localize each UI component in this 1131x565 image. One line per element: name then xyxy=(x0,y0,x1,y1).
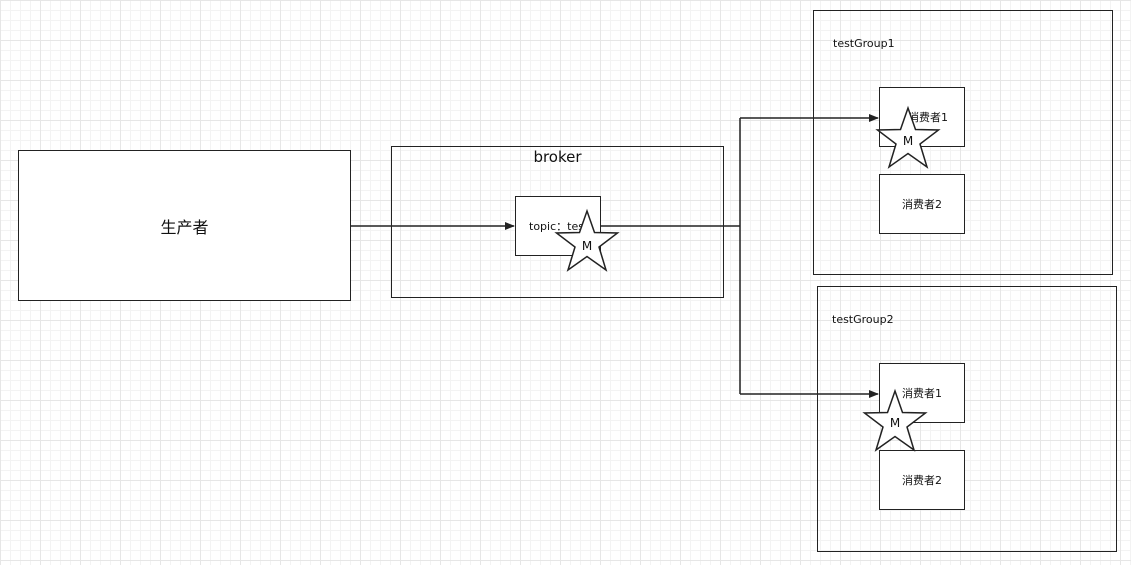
producer-label: 生产者 xyxy=(160,217,209,237)
group2-name: testGroup2 xyxy=(832,313,894,326)
group1-name: testGroup1 xyxy=(833,37,895,50)
message-star-group1: M xyxy=(875,105,941,169)
topic-label: topic：test xyxy=(529,220,589,233)
group2-consumer2-box[interactable]: 消费者2 xyxy=(879,450,965,510)
consumer-group-2[interactable]: testGroup2 xyxy=(817,286,1117,552)
message-star-broker: M xyxy=(554,208,620,272)
group1-consumer2-box[interactable]: 消费者2 xyxy=(879,174,965,234)
group2-consumer2-label: 消费者2 xyxy=(902,474,942,487)
message-star-group2: M xyxy=(862,388,928,452)
broker-title: broker xyxy=(533,148,582,166)
message-star-broker-label: M xyxy=(582,239,592,253)
group1-consumer2-label: 消费者2 xyxy=(902,198,942,211)
message-star-group1-label: M xyxy=(903,134,913,148)
group2-consumer1-label: 消费者1 xyxy=(902,387,942,400)
broker-box[interactable]: broker xyxy=(391,146,724,298)
group1-consumer1-label: 消费者1 xyxy=(908,111,948,124)
producer-box[interactable]: 生产者 xyxy=(18,150,351,301)
message-star-group2-label: M xyxy=(890,416,900,430)
consumer-group-1[interactable]: testGroup1 xyxy=(813,10,1113,275)
